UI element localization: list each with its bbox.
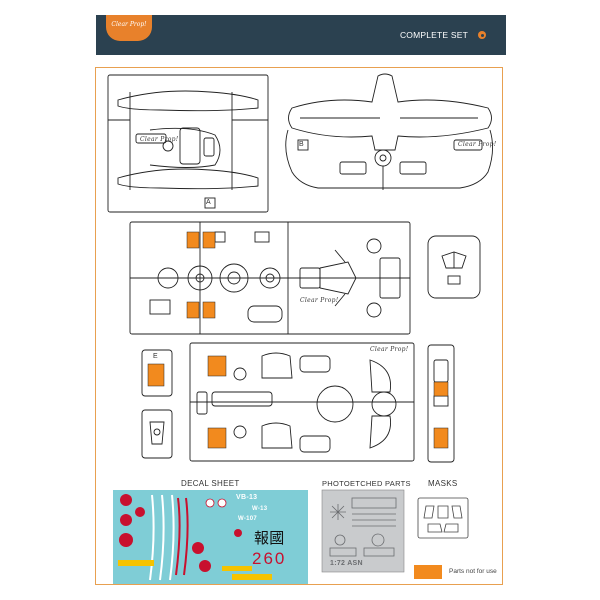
brand-logo-text: Clear Prop! [111, 21, 147, 28]
decal-marking-3: W-107 [238, 516, 258, 522]
decal-marking-1: VB-13 [236, 494, 258, 501]
decal-marking-2: W-13 [252, 506, 268, 512]
sprue-brand-mark-b: Clear Prop! [458, 141, 497, 148]
sprue-a-letter: A [206, 199, 211, 206]
decal-number: 260 [252, 549, 287, 568]
sprue-brand-mark-a: Clear Prop! [140, 136, 179, 143]
target-icon [478, 31, 486, 39]
photoetched-parts-heading: PHOTOETCHED PARTS [322, 479, 411, 488]
sprue-e-letter: E [153, 353, 158, 360]
masks-heading: MASKS [428, 479, 458, 488]
content-frame [95, 67, 503, 585]
sprue-b-letter: B [299, 141, 304, 148]
page-title: COMPLETE SET [399, 30, 468, 40]
photoetch-scale-text: 1:72 ASN [330, 560, 363, 567]
page-header: Clear Prop! COMPLETE SET [96, 15, 506, 55]
sprue-small-clear [427, 235, 481, 299]
sprue-e [141, 349, 173, 397]
sprue-brand-mark-lower: Clear Prop! [370, 346, 409, 353]
not-for-use-legend: Parts not for use [449, 568, 497, 575]
photoetch-fret [321, 489, 405, 573]
not-for-use-parts [147, 231, 449, 449]
decal-sheet [113, 490, 308, 584]
not-for-use-swatch [414, 565, 442, 579]
sprue-b [285, 73, 493, 190]
sprue-main [129, 221, 411, 335]
decal-sheet-heading: DECAL SHEET [181, 479, 240, 488]
sprue-small-left [141, 409, 173, 459]
decal-kanji: 報國 [254, 530, 285, 547]
sprue-lower [189, 342, 415, 462]
brand-logo: Clear Prop! [106, 15, 152, 41]
sprue-a [107, 74, 269, 213]
canopy-masks [417, 497, 469, 539]
sprue-brand-mark-main: Clear Prop! [300, 297, 339, 304]
